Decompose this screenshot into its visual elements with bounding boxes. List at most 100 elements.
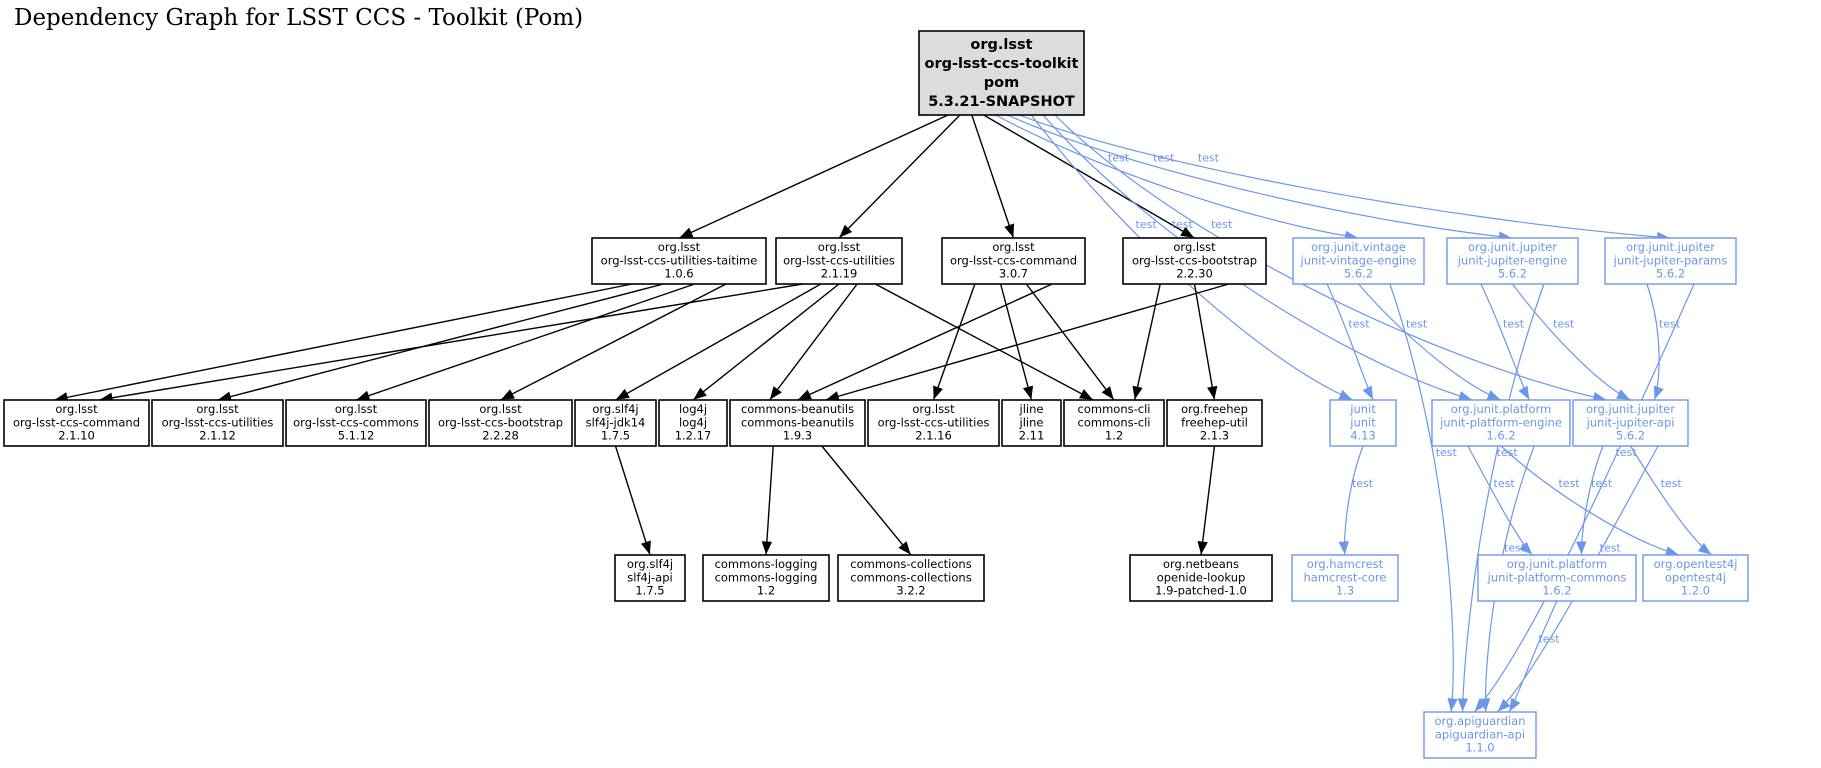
- node-box[interactable]: [729, 399, 866, 447]
- node-group: org.junit.jupiter: [1586, 402, 1675, 416]
- node-group: org.slf4j: [627, 557, 673, 571]
- edge-root-to-jupparams: [1019, 114, 1671, 239]
- node-box[interactable]: [837, 554, 985, 602]
- node-box[interactable]: [1423, 711, 1537, 759]
- node-version: 2.1.16: [915, 429, 952, 443]
- node-artifact: org-lsst-ccs-toolkit: [925, 56, 1079, 72]
- graph-node-jupengine[interactable]: org.junit.jupiterjunit-jupiter-engine5.6…: [1446, 237, 1579, 285]
- node-version: 2.1.12: [199, 429, 236, 443]
- node-box[interactable]: [1642, 554, 1749, 602]
- node-box[interactable]: [591, 237, 767, 285]
- node-box[interactable]: [1129, 554, 1273, 602]
- node-box[interactable]: [614, 554, 686, 602]
- edge-root-to-platengine: [1042, 114, 1473, 401]
- node-box[interactable]: [285, 399, 427, 447]
- graph-node-vintage[interactable]: org.junit.vintagejunit-vintage-engine5.6…: [1292, 237, 1425, 285]
- node-box[interactable]: [1122, 237, 1267, 285]
- node-box[interactable]: [918, 30, 1085, 116]
- edge-label-test: test: [1352, 477, 1374, 490]
- node-version: 1.2: [1105, 429, 1123, 443]
- arrowhead: [1654, 385, 1664, 400]
- arrowhead: [1616, 389, 1631, 400]
- node-box[interactable]: [574, 399, 657, 447]
- edges-layer: [53, 114, 1713, 713]
- node-group: org.lsst: [658, 240, 701, 254]
- arrowhead: [1447, 698, 1458, 712]
- node-artifact: apiguardian-api: [1435, 727, 1525, 741]
- arrowhead: [761, 541, 773, 555]
- node-box[interactable]: [775, 237, 903, 285]
- edge-platcommons-to-apiguardian: [1508, 600, 1558, 713]
- node-box[interactable]: [1572, 399, 1689, 447]
- node-box[interactable]: [867, 399, 1000, 447]
- node-artifact: org-lsst-ccs-utilities-taitime: [601, 253, 758, 267]
- edge-label-test: test: [1558, 477, 1580, 490]
- graph-node-commonscoll[interactable]: commons-collectionscommons-collections3.…: [837, 554, 985, 602]
- node-box[interactable]: [1431, 399, 1571, 447]
- arrowhead: [1486, 390, 1501, 400]
- node-box[interactable]: [702, 554, 830, 602]
- node-box[interactable]: [1063, 399, 1165, 447]
- node-box[interactable]: [1001, 399, 1062, 447]
- graph-node-netbeans[interactable]: org.netbeansopenide-lookup1.9-patched-1.…: [1129, 554, 1273, 602]
- edge-bootstrap2230-to-beanutils: [825, 283, 1230, 401]
- graph-node-platengine[interactable]: org.junit.platformjunit-platform-engine1…: [1431, 399, 1571, 447]
- node-group: org.junit.platform: [1507, 557, 1608, 571]
- node-box[interactable]: [428, 399, 573, 447]
- edge-jupparams-to-jupapi: [1646, 283, 1660, 401]
- arrowhead: [1457, 698, 1469, 712]
- node-box[interactable]: [941, 237, 1086, 285]
- node-group: org.freehep: [1181, 402, 1248, 416]
- node-box[interactable]: [3, 399, 150, 447]
- edge-label-test: test: [1136, 218, 1158, 231]
- node-box[interactable]: [658, 399, 728, 447]
- arrowhead: [1197, 540, 1208, 555]
- node-artifact: junit-vintage-engine: [1300, 253, 1417, 267]
- node-artifact: junit: [1349, 415, 1376, 429]
- node-box[interactable]: [1604, 237, 1737, 285]
- node-artifact: org-lsst-ccs-commons: [293, 415, 419, 429]
- node-box[interactable]: [1477, 554, 1637, 602]
- graph-node-jupparams[interactable]: org.junit.jupiterjunit-jupiter-params5.6…: [1604, 237, 1737, 285]
- graph-node-root[interactable]: org.lsstorg-lsst-ccs-toolkitpom5.3.21-SN…: [918, 30, 1085, 116]
- node-version: 5.3.21-SNAPSHOT: [928, 94, 1075, 110]
- graph-node-platcommons[interactable]: org.junit.platformjunit-platform-commons…: [1477, 554, 1637, 602]
- node-group: org.lsst: [335, 402, 378, 416]
- node-box[interactable]: [1446, 237, 1579, 285]
- edge-label-test: test: [1172, 218, 1194, 231]
- graph-node-taitime[interactable]: org.lsstorg-lsst-ccs-utilities-taitime1.…: [591, 237, 767, 285]
- node-group: org.lsst: [55, 402, 98, 416]
- arrowhead: [1078, 389, 1093, 400]
- edge-command307-to-jline: [999, 283, 1033, 401]
- node-box[interactable]: [1291, 554, 1399, 602]
- node-group: org.lsst: [1173, 240, 1216, 254]
- node-box[interactable]: [1329, 399, 1397, 447]
- node-box[interactable]: [1166, 399, 1263, 447]
- node-box[interactable]: [1292, 237, 1425, 285]
- node-group: org.junit.jupiter: [1468, 240, 1557, 254]
- node-box[interactable]: [151, 399, 284, 447]
- edge-label-test: test: [1406, 318, 1428, 331]
